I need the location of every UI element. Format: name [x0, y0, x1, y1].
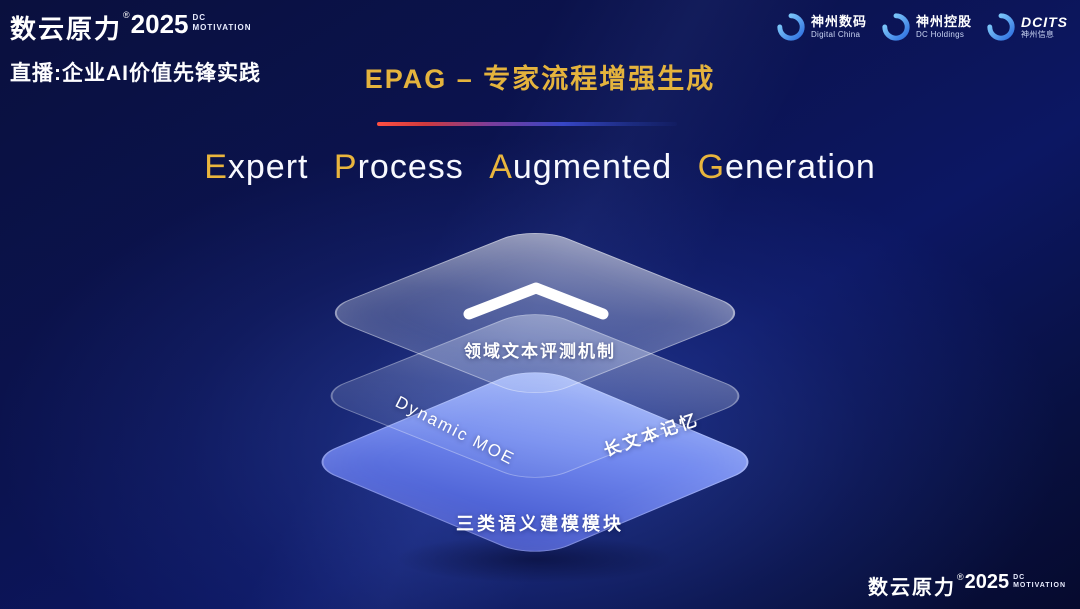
- swirl-icon: [882, 13, 910, 41]
- logo-text: 神州数码 Digital China: [810, 13, 867, 40]
- logo-primary-text: 神州控股: [915, 13, 972, 29]
- logo-secondary-text: Digital China: [810, 29, 861, 39]
- live-banner: 直播:企业AI价值先锋实践: [10, 62, 261, 85]
- title-rest: xpert: [227, 148, 309, 186]
- partner-logo-digital-china: 神州数码 Digital China: [777, 13, 867, 41]
- logo-text: DCITS 神州信息: [1021, 14, 1068, 40]
- partner-logo-dcits: DCITS 神州信息: [987, 13, 1068, 41]
- title-word: Generation: [698, 148, 876, 186]
- brand-year: 2025: [964, 571, 1010, 593]
- title-word: Process: [334, 148, 464, 186]
- registered-mark: ®: [956, 572, 964, 582]
- brand-year: 2025: [130, 9, 189, 39]
- chevron-up-icon: [463, 282, 609, 320]
- brand-motto-line1: DC: [1013, 574, 1026, 581]
- title-initial: P: [333, 148, 358, 186]
- logo-primary-text: DCITS: [1021, 14, 1068, 31]
- brand-name: 数云原力: [867, 577, 956, 599]
- logo-text: 神州控股 DC Holdings: [915, 13, 972, 40]
- swirl-icon: [777, 13, 805, 41]
- title-rest: eneration: [725, 148, 876, 186]
- logo-secondary-text: DC Holdings: [915, 29, 965, 39]
- layer-top-label: 领域文本评测机制: [464, 342, 616, 361]
- title-word: Augmented: [489, 148, 672, 186]
- title-initial: G: [697, 148, 726, 186]
- title-rest: rocess: [357, 148, 464, 186]
- brand-motto-line2: MOTIVATION: [192, 22, 252, 32]
- brand-logo-bottom-right: 数云原力 ® 2025 DC MOTIVATION: [868, 571, 1066, 600]
- registered-mark: ®: [123, 10, 130, 20]
- title-initial: E: [204, 148, 228, 186]
- epag-subtitle: EPAG – 专家流程增强生成: [364, 64, 716, 94]
- swirl-icon: [987, 13, 1015, 41]
- title-rest: ugmented: [512, 148, 673, 186]
- partner-logos: 神州数码 Digital China 神州控股 DC Holdings: [777, 13, 1068, 41]
- gradient-underline: [377, 122, 677, 126]
- title-word: Expert: [204, 148, 308, 186]
- brand-motto: DC MOTIVATION: [193, 13, 252, 32]
- logo-secondary-text: 神州信息: [1021, 30, 1055, 40]
- page-title: Expert Process Augmented Generation: [0, 148, 1080, 187]
- brand-motto-line2: MOTIVATION: [1013, 582, 1066, 590]
- partner-logo-dc-holdings: 神州控股 DC Holdings: [882, 13, 972, 41]
- layer-bottom-label: 三类语义建模模块: [456, 514, 624, 534]
- brand-logo-top-left: 数云原力 ® 2025 DC MOTIVATION: [10, 9, 252, 46]
- brand-name: 数云原力: [10, 14, 123, 44]
- logo-primary-text: 神州数码: [810, 13, 867, 29]
- brand-motto: DC MOTIVATION: [1013, 574, 1066, 591]
- title-initial: A: [489, 148, 513, 186]
- brand-motto-line1: DC: [192, 13, 207, 22]
